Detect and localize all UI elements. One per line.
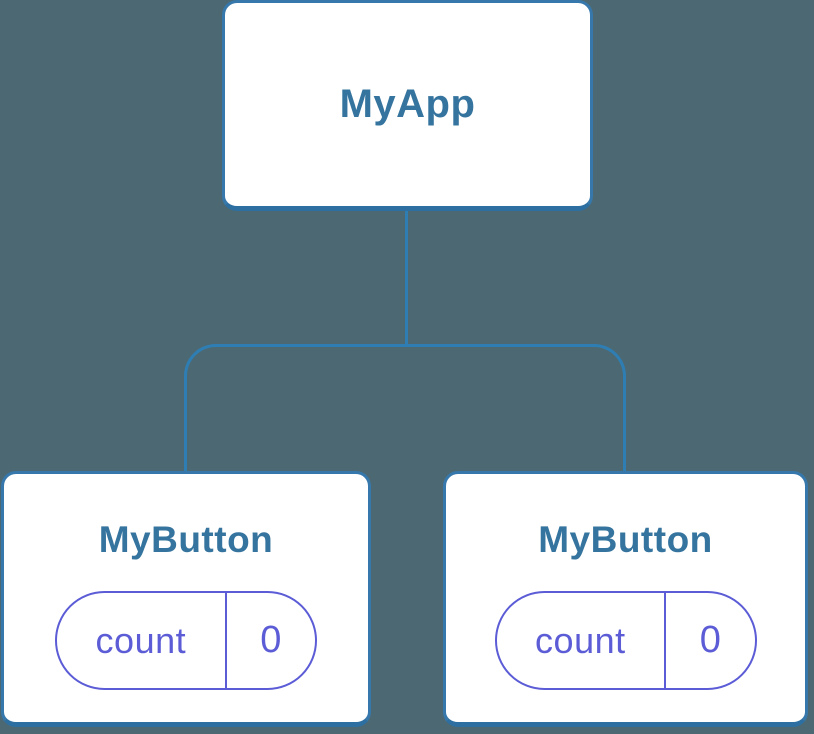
node-mybutton-2: MyButton count 0 [443,471,808,727]
node-mybutton-1-label: MyButton [98,519,274,560]
node-myapp: MyApp [222,0,593,211]
state-pill-1-key: count [57,593,227,688]
state-pill-2: count 0 [494,591,757,690]
state-pill-1: count 0 [55,591,317,690]
state-pill-2-value: 0 [699,619,721,661]
node-mybutton-1: MyButton count 0 [1,471,371,727]
connector-bracket [184,344,626,471]
node-myapp-label: MyApp [339,82,476,126]
connector-stem [405,211,408,345]
node-mybutton-2-label: MyButton [538,519,713,560]
state-pill-2-key: count [497,593,667,688]
state-pill-1-value: 0 [260,619,282,661]
